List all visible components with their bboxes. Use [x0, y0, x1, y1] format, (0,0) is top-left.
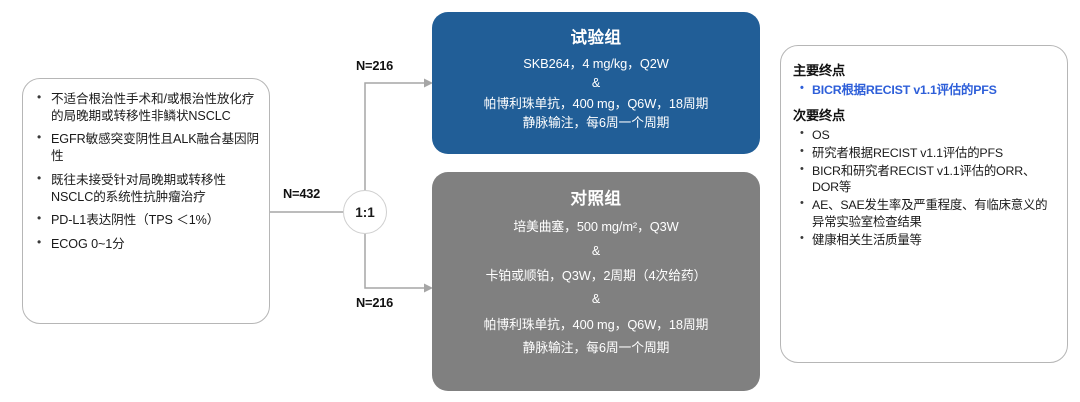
experimental-arm-line: SKB264，4 mg/kg，Q2W — [523, 56, 669, 71]
experimental-arm-title: 试验组 — [570, 29, 622, 47]
eligibility-criteria-box: 不适合根治性手术和/或根治性放化疗的局晚期或转移性非鳞状NSCLC EGFR敏感… — [22, 78, 270, 324]
list-item: BICR根据RECIST v1.1评估的PFS — [793, 81, 1059, 99]
randomization-ratio-label: 1:1 — [355, 204, 375, 220]
randomization-ratio-node: 1:1 — [343, 190, 387, 234]
experimental-arm-line: 帕博利珠单抗，400 mg，Q6W，18周期 — [483, 95, 709, 111]
list-item: 健康相关生活质量等 — [793, 231, 1059, 249]
primary-endpoint-list: BICR根据RECIST v1.1评估的PFS — [793, 81, 1059, 99]
list-item: AE、SAE发生率及严重程度、有临床意义的异常实验室检查结果 — [793, 196, 1059, 231]
connector-randomization-to-experimental — [364, 82, 424, 190]
experimental-arm-separator: & — [591, 76, 601, 91]
control-arm-separator: & — [591, 243, 601, 258]
control-arm-line: 静脉输注，每6周一个周期 — [522, 340, 670, 356]
list-item: 既往未接受针对局晚期或转移性NSCLC的系统性抗肿瘤治疗 — [31, 171, 259, 205]
control-arm-separator: & — [591, 292, 601, 307]
list-item: OS — [793, 126, 1059, 144]
list-item: ECOG 0~1分 — [31, 235, 259, 253]
total-enrollment-label: N=432 — [283, 186, 321, 201]
secondary-endpoint-list: OS 研究者根据RECIST v1.1评估的PFS BICR和研究者RECIST… — [793, 126, 1059, 249]
control-arm-title: 对照组 — [570, 190, 622, 208]
eligibility-criteria-list: 不适合根治性手术和/或根治性放化疗的局晚期或转移性非鳞状NSCLC EGFR敏感… — [31, 90, 259, 253]
list-item: EGFR敏感突变阴性且ALK融合基因阴性 — [31, 130, 259, 164]
connector-randomization-to-control — [364, 234, 424, 289]
control-arm-line: 帕博利珠单抗，400 mg，Q6W，18周期 — [483, 316, 709, 332]
secondary-endpoint-heading: 次要终点 — [793, 107, 845, 123]
endpoints-box: 主要终点 BICR根据RECIST v1.1评估的PFS 次要终点 OS 研究者… — [780, 45, 1068, 363]
list-item: 研究者根据RECIST v1.1评估的PFS — [793, 144, 1059, 162]
list-item: BICR和研究者RECIST v1.1评估的ORR、DOR等 — [793, 162, 1059, 197]
experimental-arm-n-label: N=216 — [356, 58, 394, 73]
control-arm-box: 对照组 培美曲塞，500 mg/m²，Q3W & 卡铂或顺铂，Q3W，2周期（4… — [432, 172, 760, 391]
list-item: 不适合根治性手术和/或根治性放化疗的局晚期或转移性非鳞状NSCLC — [31, 90, 259, 124]
control-arm-n-label: N=216 — [356, 295, 394, 310]
experimental-arm-line: 静脉输注，每6周一个周期 — [522, 115, 670, 131]
experimental-arm-box: 试验组 SKB264，4 mg/kg，Q2W & 帕博利珠单抗，400 mg，Q… — [432, 12, 760, 154]
list-item: PD-L1表达阴性（TPS ＜1%） — [31, 211, 259, 229]
primary-endpoint-heading: 主要终点 — [793, 63, 845, 78]
control-arm-line: 培美曲塞，500 mg/m²，Q3W — [513, 219, 679, 234]
control-arm-line: 卡铂或顺铂，Q3W，2周期（4次给药） — [485, 267, 707, 283]
